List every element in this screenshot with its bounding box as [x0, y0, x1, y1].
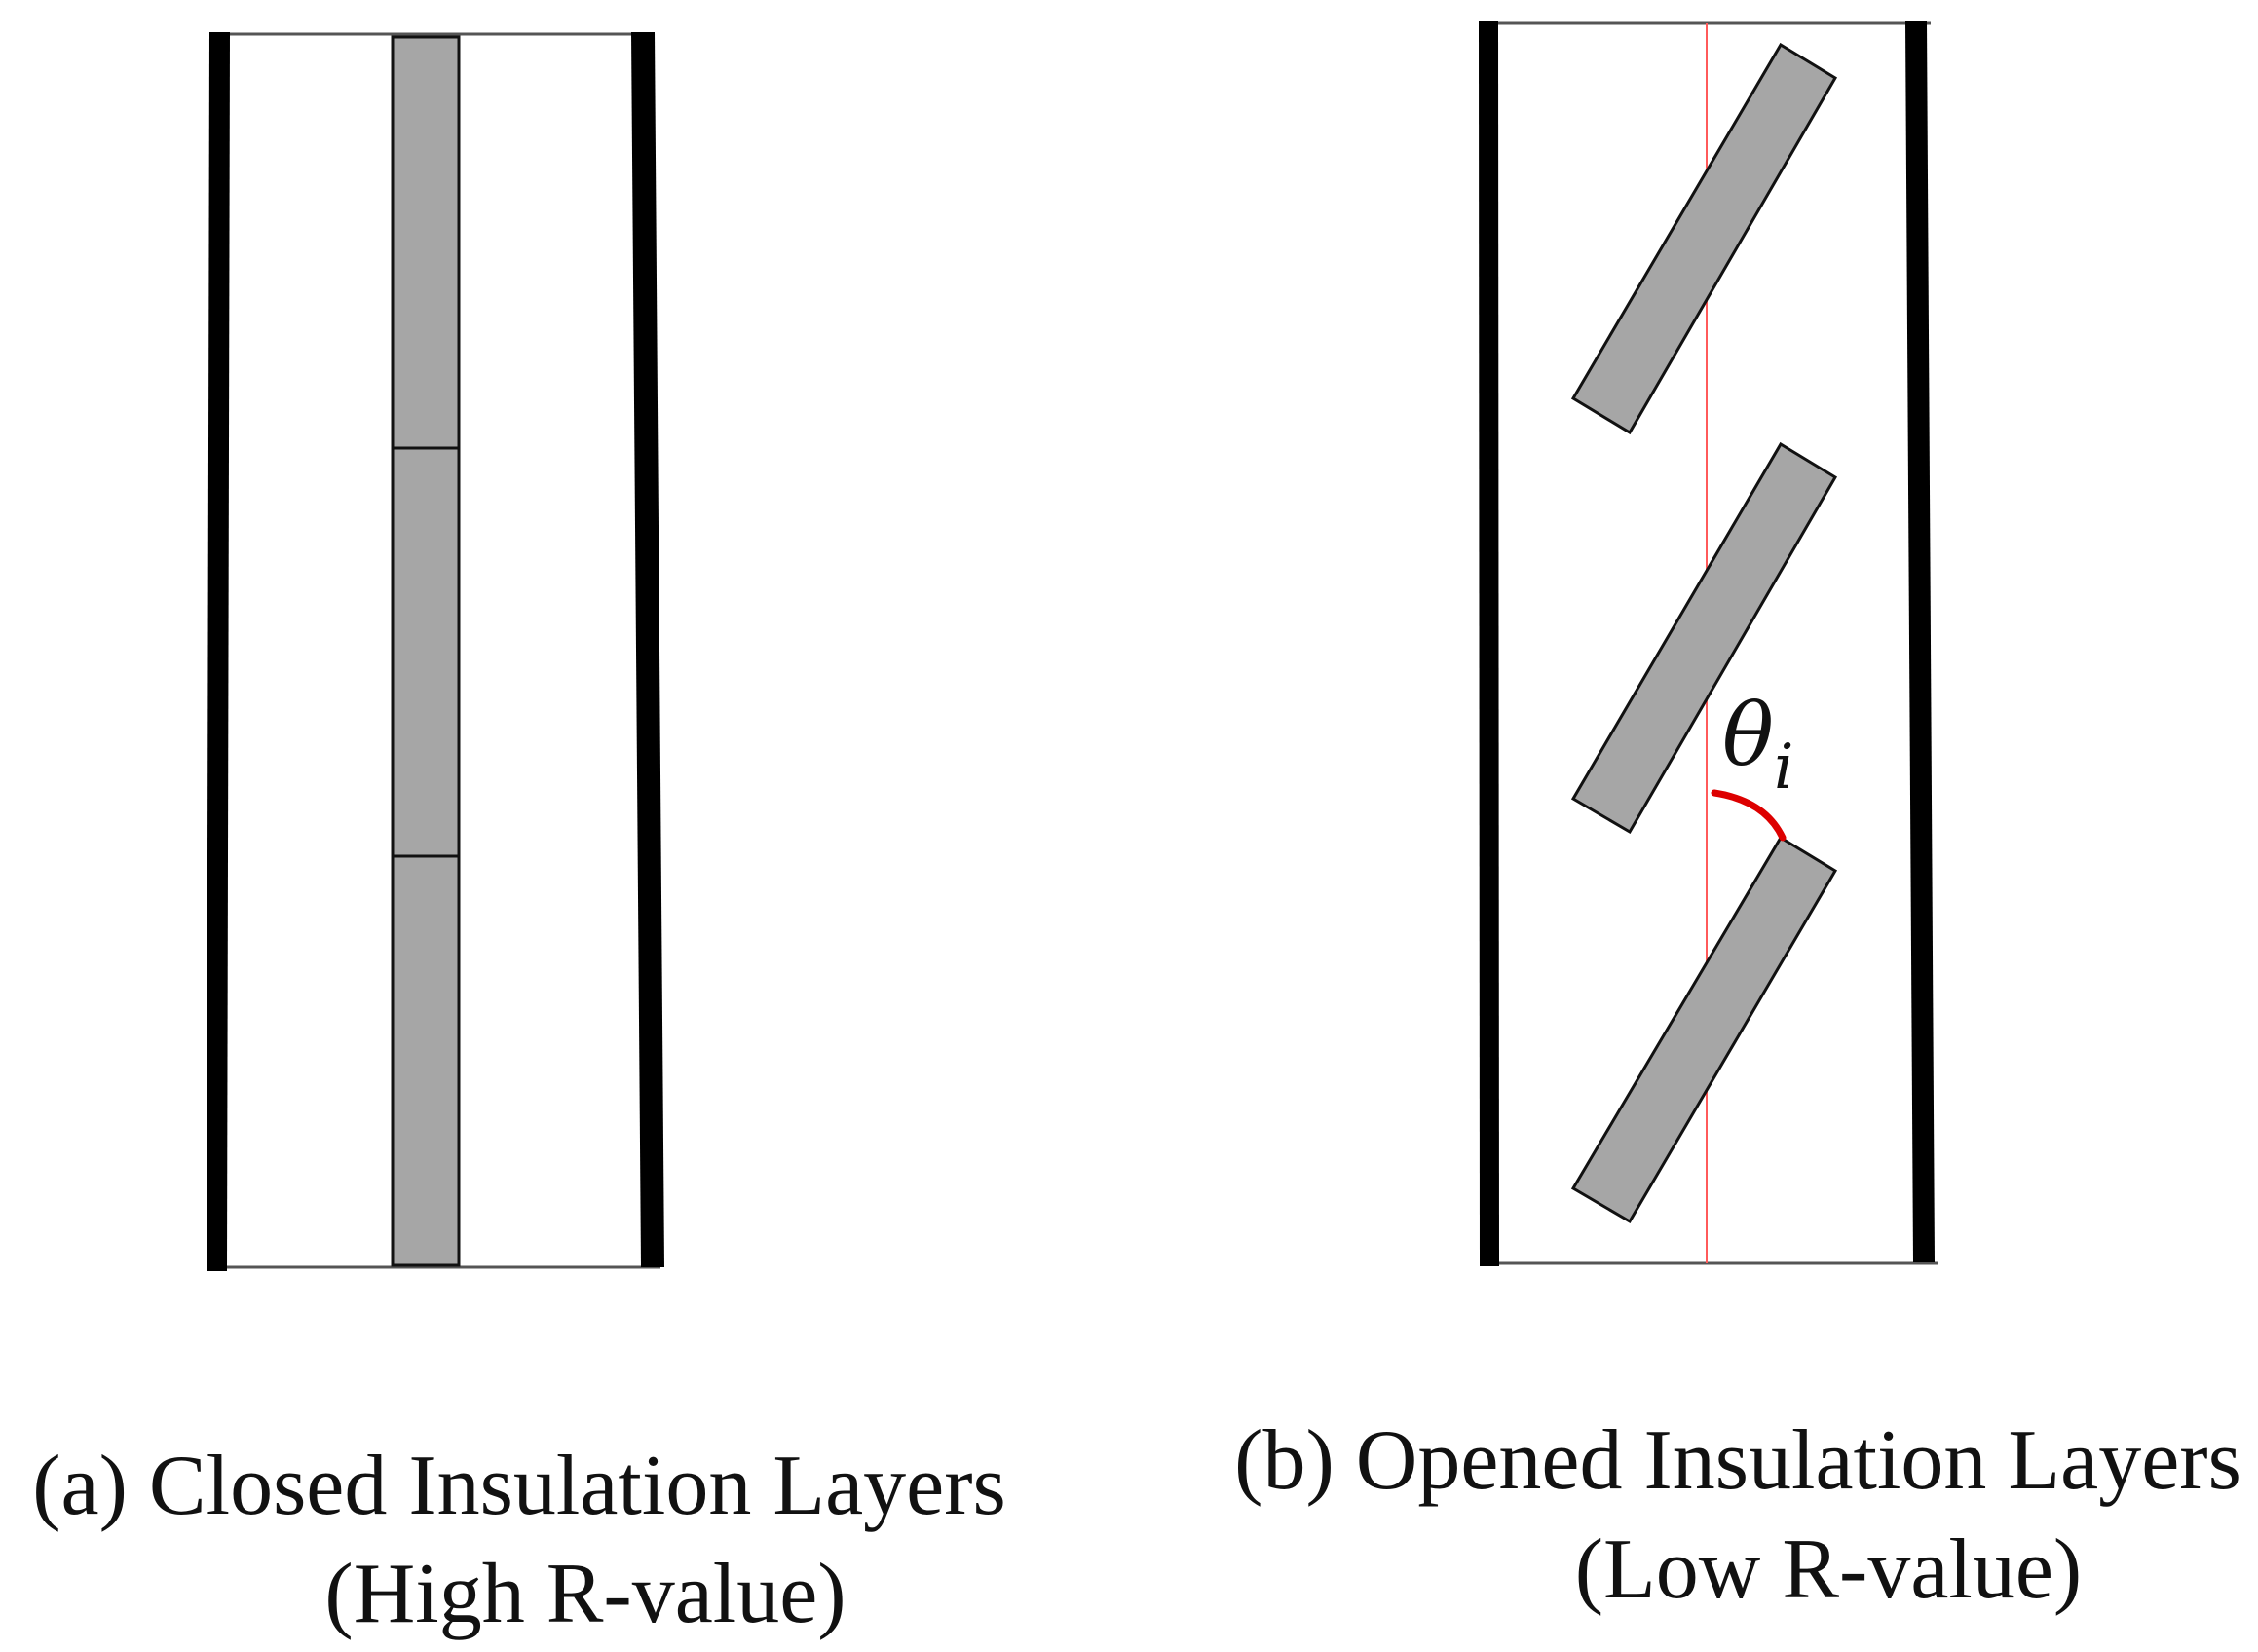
panel-b-right-wall: [1905, 21, 1935, 1262]
panel-a-caption-line2: (High R-value): [324, 1547, 846, 1641]
angle-symbol: θ: [1722, 685, 1774, 785]
panel-a-closed: [207, 32, 664, 1271]
panel-a-right-wall: [631, 32, 664, 1267]
svg-text:θi: θi: [1722, 685, 1793, 804]
panel-b-opened: θi: [1479, 21, 1938, 1266]
panel-a-insulation-segment: [391, 446, 461, 858]
panel-b-caption-line2: (Low R-value): [1575, 1522, 2082, 1617]
angle-subscript: i: [1774, 732, 1793, 804]
angle-arc: [1711, 789, 1787, 842]
panel-a-insulation-segment: [391, 35, 461, 450]
panel-b-tilted-insulation: [1570, 42, 1838, 435]
panel-b-left-wall: [1479, 21, 1499, 1266]
panel-a-left-wall: [207, 32, 230, 1271]
panel-a-insulation-segment: [391, 854, 461, 1267]
panel-b-tilted-insulation: [1570, 441, 1838, 835]
panel-a-caption-line1: (a) Closed Insulation Layers: [32, 1439, 1006, 1533]
panel-b-tilted-insulation: [1570, 835, 1838, 1224]
panel-b-caption-line1: (b) Opened Insulation Layers: [1234, 1413, 2241, 1508]
